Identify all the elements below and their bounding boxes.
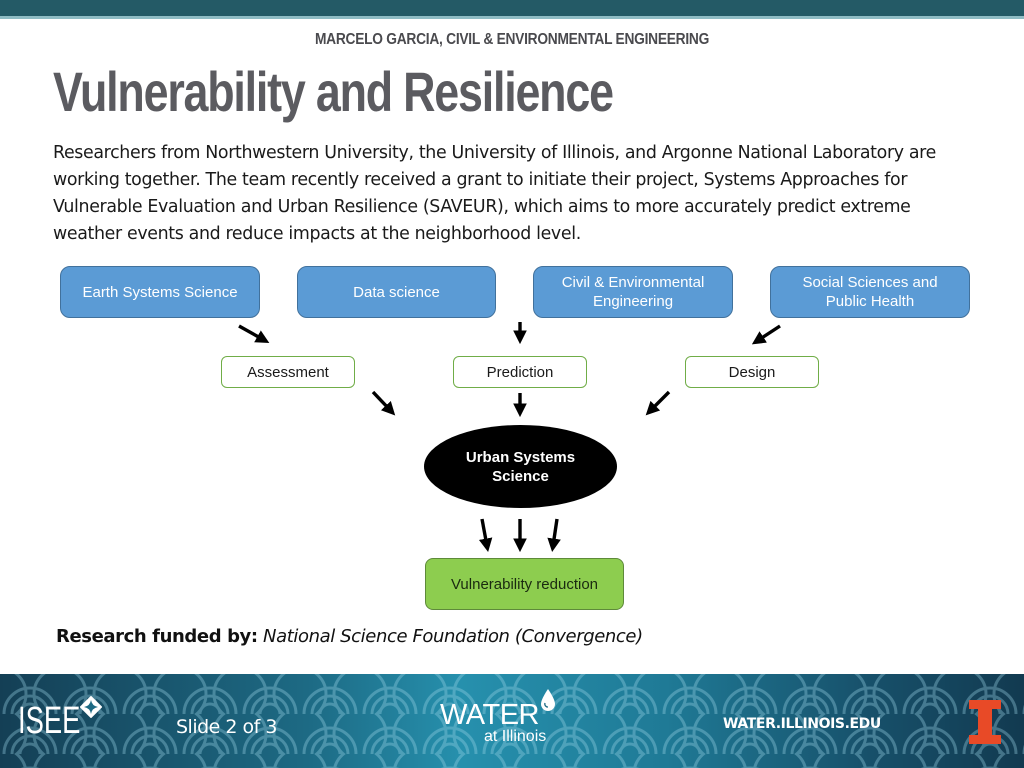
funding-line: Research funded by: National Science Fou…	[56, 626, 643, 647]
funding-label: Research funded by:	[56, 626, 258, 647]
arrow-center-to-outcome-right	[547, 518, 561, 553]
discipline-data-science: Data science	[297, 266, 496, 318]
discipline-earth-systems-science: Earth Systems Science	[60, 266, 260, 318]
activity-design: Design	[685, 356, 819, 388]
top-banner-stripe	[0, 16, 1024, 19]
top-banner	[0, 0, 1024, 16]
water-drop-icon	[541, 689, 555, 711]
activity-prediction: Prediction	[453, 356, 587, 388]
slide-title: Vulnerability and Resilience	[53, 60, 614, 123]
outcome-vulnerability-reduction: Vulnerability reduction	[425, 558, 624, 610]
arrow-center-to-outcome-left	[478, 518, 493, 553]
arrow-design-to-center	[645, 390, 671, 416]
slide-counter: Slide 2 of 3	[176, 716, 277, 738]
center-urban-systems-science: Urban Systems Science	[424, 425, 617, 508]
arrow-social-to-design	[751, 324, 781, 345]
footer-url-link[interactable]: WATER.ILLINOIS.EDU	[723, 716, 881, 732]
discipline-civil-environmental-engineering: Civil & Environmental Engineering	[533, 266, 733, 318]
center-label: Urban Systems Science	[465, 448, 576, 485]
wave-pattern	[0, 674, 1024, 768]
discipline-social-sciences-public-health: Social Sciences and Public Health	[770, 266, 970, 318]
footer-band: ISEE Slide 2 of 3 WATER at Illinois WATE…	[0, 674, 1024, 768]
isee-star-icon	[80, 696, 102, 718]
arrow-earth-to-assessment	[238, 324, 270, 343]
author-line: MARCELO GARCIA, CIVIL & ENVIRONMENTAL EN…	[314, 31, 710, 48]
activity-assessment: Assessment	[221, 356, 355, 388]
arrow-assessment-to-center	[371, 390, 396, 416]
body-paragraph: Researchers from Northwestern University…	[53, 143, 936, 244]
water-logo-subtext: at Illinois	[484, 728, 547, 745]
funding-value: National Science Foundation (Convergence…	[263, 626, 643, 647]
illinois-block-i-icon	[969, 700, 1001, 744]
water-logo-text: WATER	[440, 699, 540, 731]
isee-logo: ISEE	[18, 700, 81, 742]
